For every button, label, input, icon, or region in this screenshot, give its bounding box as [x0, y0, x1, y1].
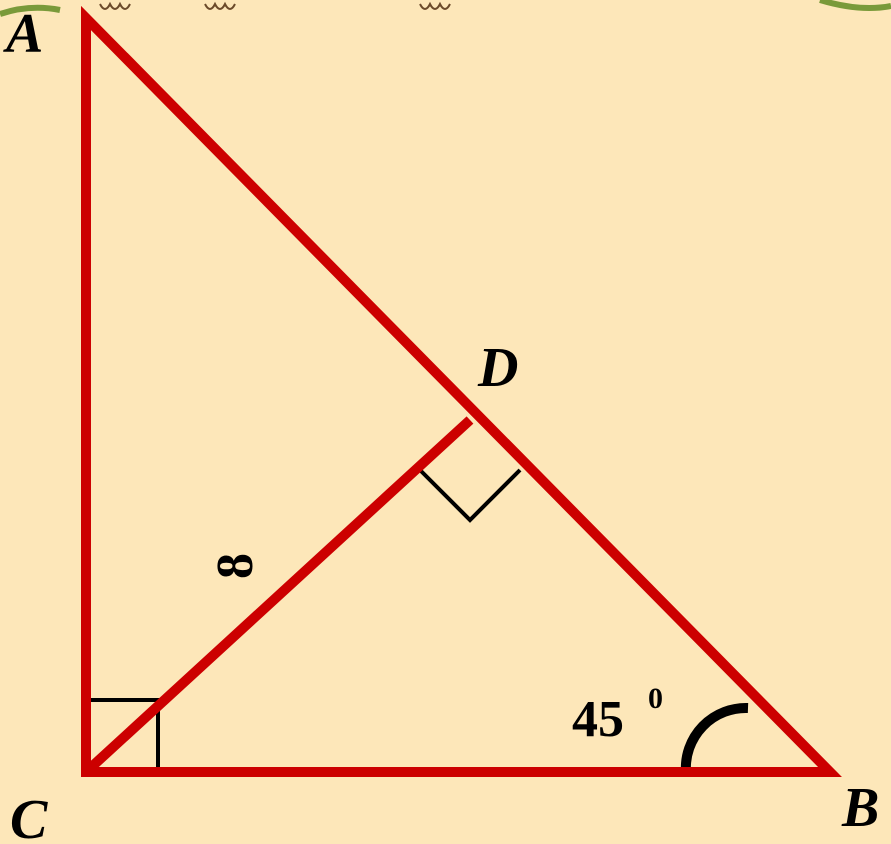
- triangle-abc: [81, 5, 842, 777]
- segment-cd-length-label: 8: [207, 553, 264, 579]
- vertex-label-a: A: [3, 3, 43, 65]
- vertex-label-d: D: [477, 337, 518, 399]
- angle-arc-b: [680, 702, 749, 773]
- vertex-label-b: B: [841, 777, 879, 839]
- altitude-cd: [82, 416, 474, 776]
- vertex-label-c: C: [10, 789, 48, 844]
- right-angle-mark-d: [418, 468, 522, 523]
- angle-b-degree-superscript: 0: [648, 682, 663, 715]
- angle-b-value-label: 45: [572, 691, 624, 748]
- top-decoration: [0, 0, 891, 17]
